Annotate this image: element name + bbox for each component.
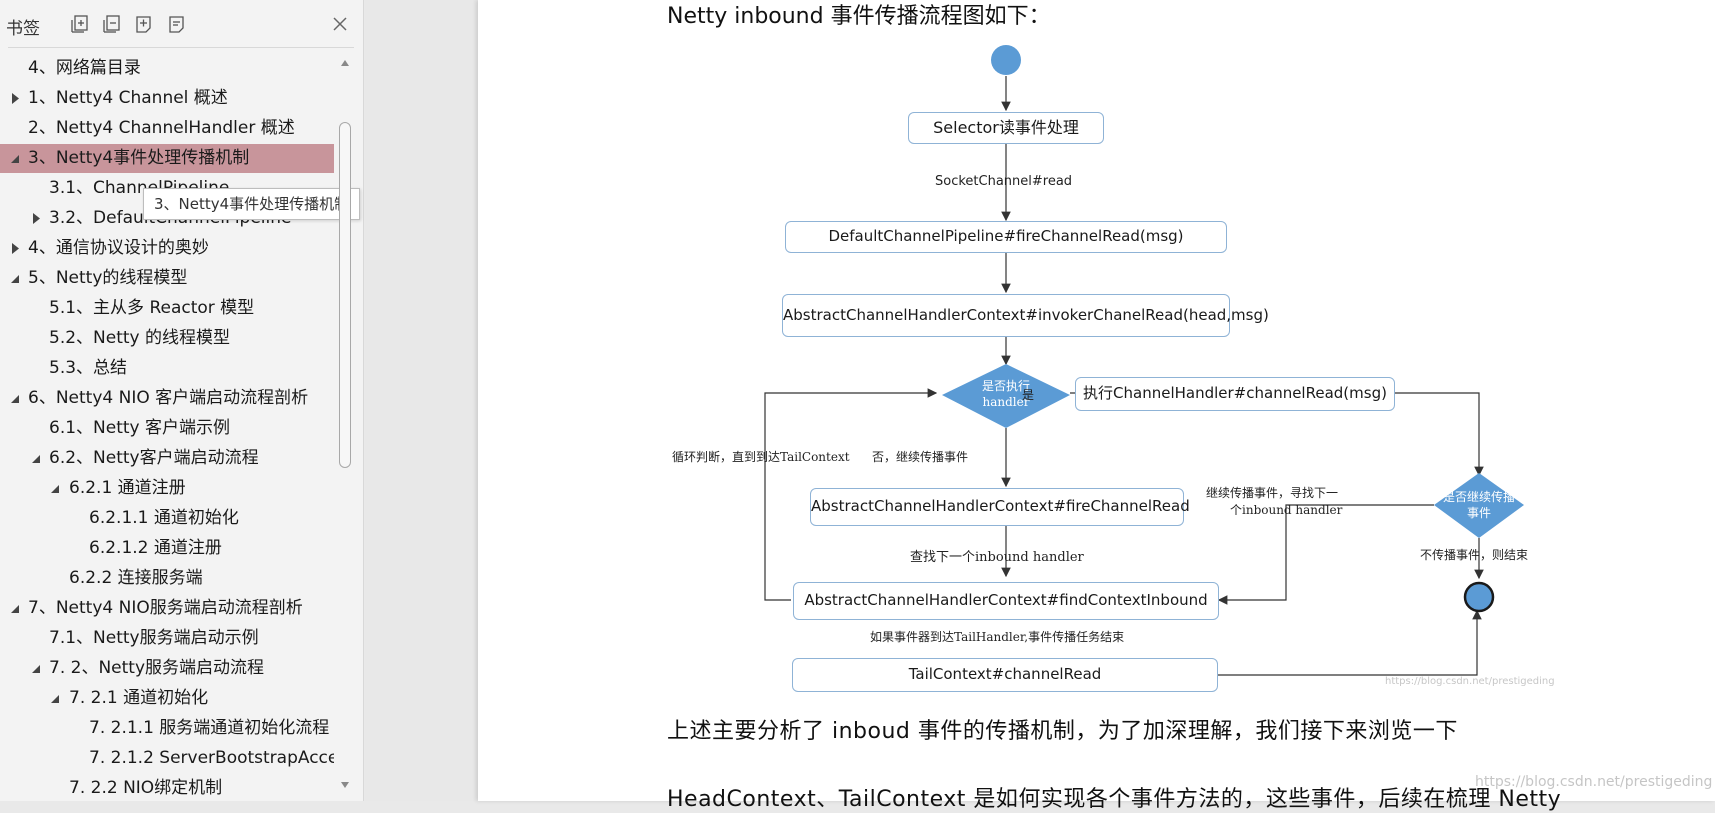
flow-edge-reach-tail: 如果事件器到达TailHandler,事件传播任务结束 bbox=[870, 630, 1125, 644]
bookmark-item-label: 2、Netty4 ChannelHandler 概述 bbox=[28, 118, 295, 138]
bookmark-item-label: 7.1、Netty服务端启动示例 bbox=[49, 628, 259, 648]
flow-box-fire-ctx: AbstractChannelHandlerContext#fireChanne… bbox=[810, 488, 1190, 526]
panel-divider bbox=[8, 47, 354, 48]
paragraph-line-2: HeadContext、TailContext 是如何实现各个事件方法的，这些事… bbox=[667, 787, 1562, 812]
bookmark-item[interactable]: 5.1、主从多 Reactor 模型 bbox=[0, 294, 334, 323]
bookmark-item-label: 6.2.1.2 通道注册 bbox=[89, 538, 222, 558]
bookmark-item[interactable]: 7. 2.1.2 ServerBootstrapAcce… bbox=[0, 744, 334, 773]
bookmark-item-label: 5.1、主从多 Reactor 模型 bbox=[49, 298, 255, 318]
bookmark-item[interactable]: 7.1、Netty服务端启动示例 bbox=[0, 624, 334, 653]
bookmark-item[interactable]: 5.2、Netty 的线程模型 bbox=[0, 324, 334, 353]
bookmark-tree: 4、网络篇目录 1、Netty4 Channel 概述 2、Netty4 Chann… bbox=[0, 54, 338, 801]
bookmark-item[interactable]: 6.2.1 通道注册 bbox=[0, 474, 334, 503]
bookmark-item[interactable]: 5.3、总结 bbox=[0, 354, 334, 383]
flow-watermark: https://blog.csdn.net/prestigeding bbox=[1385, 676, 1555, 687]
bookmark-item-label: 7. 2.1 通道初始化 bbox=[69, 688, 209, 708]
collapse-all-icon[interactable] bbox=[102, 14, 122, 34]
bookmark-item-label: 6.2.1 通道注册 bbox=[69, 478, 186, 498]
flow-diamond-is-handler bbox=[942, 364, 1070, 428]
bookmark-item-label: 4、网络篇目录 bbox=[28, 58, 141, 78]
collapsed-triangle-icon[interactable] bbox=[31, 204, 43, 233]
expand-all-icon[interactable] bbox=[70, 14, 90, 34]
bookmark-tooltip: 3、Netty4事件处理传播机制 bbox=[143, 188, 361, 220]
scrollbar-thumb[interactable] bbox=[339, 122, 351, 468]
bookmark-item[interactable]: 1、Netty4 Channel 概述 bbox=[0, 84, 334, 113]
paragraph-line-1: 上述主要分析了 inboud 事件的传播机制，为了加深理解，我们接下来浏览一下 bbox=[667, 719, 1458, 744]
bookmark-item-label: 5.2、Netty 的线程模型 bbox=[49, 328, 231, 348]
bookmark-scrollbar[interactable] bbox=[336, 54, 354, 794]
bookmark-item-label: 6.2.1.1 通道初始化 bbox=[89, 508, 239, 528]
bookmark-item[interactable]: 6.2.1.2 通道注册 bbox=[0, 534, 334, 563]
bookmark-item-label: 5.3、总结 bbox=[49, 358, 128, 378]
bookmark-item[interactable]: 7、Netty4 NIO服务端启动流程剖析 bbox=[0, 594, 334, 623]
close-icon[interactable] bbox=[328, 12, 352, 36]
expanded-triangle-icon[interactable] bbox=[31, 444, 43, 473]
flow-end-node bbox=[1463, 581, 1495, 613]
collapsed-triangle-icon[interactable] bbox=[10, 84, 22, 113]
flow-edge-yes: 是 bbox=[1022, 388, 1035, 402]
bookmark-item[interactable]: 5、Netty的线程模型 bbox=[0, 264, 334, 293]
bookmarks-title: 书签 bbox=[6, 19, 40, 39]
bookmark-item[interactable]: 6.2.1.1 通道初始化 bbox=[0, 504, 334, 533]
bookmarks-header: 书签 bbox=[0, 0, 364, 48]
flow-diamond-continue-label: 是否继续传播事件 bbox=[1442, 490, 1515, 520]
bookmark-item-label: 3、Netty4事件处理传播机制 bbox=[28, 148, 250, 168]
bookmark-item[interactable]: 2、Netty4 ChannelHandler 概述 bbox=[0, 114, 334, 143]
bookmarks-panel: 书签 4、网络篇目录 1、Netty4 Channel 概述 2、Netty4 Ch… bbox=[0, 0, 364, 801]
flow-box-tail: TailContext#channelRead bbox=[792, 658, 1218, 692]
flow-edge-continue-find-1: 继续传播事件，寻找下一 bbox=[1206, 486, 1339, 500]
bookmark-item-label: 7. 2、Netty服务端启动流程 bbox=[49, 658, 265, 678]
flow-start-node bbox=[991, 45, 1021, 75]
bookmark-item[interactable]: 6.2.2 连接服务端 bbox=[0, 564, 334, 593]
expanded-triangle-icon[interactable] bbox=[10, 384, 22, 413]
flow-edge-continue-find-2: 个inbound handler bbox=[1230, 503, 1343, 517]
flow-edge-stop: 不传播事件，则结束 bbox=[1420, 548, 1529, 562]
flow-box-fire-pipeline: DefaultChannelPipeline#fireChannelRead(m… bbox=[785, 221, 1227, 253]
flow-edge-socket-read: SocketChannel#read bbox=[935, 174, 1073, 189]
bookmark-item[interactable]: 6、Netty4 NIO 客户端启动流程剖析 bbox=[0, 384, 334, 413]
bookmark-item-label: 6.2.2 连接服务端 bbox=[69, 568, 203, 588]
expanded-triangle-icon[interactable] bbox=[10, 594, 22, 623]
page-heading: Netty inbound 事件传播流程图如下： bbox=[667, 4, 1051, 29]
bookmark-item-label: 6.2、Netty客户端启动流程 bbox=[49, 448, 259, 468]
expanded-triangle-icon[interactable] bbox=[10, 264, 22, 293]
bookmark-item-label: 6.1、Netty 客户端示例 bbox=[49, 418, 231, 438]
expanded-triangle-icon[interactable] bbox=[50, 474, 62, 503]
watermark-url: https://blog.csdn.net/prestigeding bbox=[1475, 774, 1713, 790]
flow-box-find-ctx: AbstractChannelHandlerContext#findContex… bbox=[793, 582, 1219, 620]
flow-diamond-is-handler-label: 是否执行handler bbox=[981, 379, 1030, 409]
bookmark-item[interactable]: 7. 2、Netty服务端启动流程 bbox=[0, 654, 334, 683]
bookmark-item[interactable]: 7. 2.1.1 服务端通道初始化流程 bbox=[0, 714, 334, 743]
expanded-triangle-icon[interactable] bbox=[31, 654, 43, 683]
flow-edge-no-continue: 否，继续传播事件 bbox=[872, 450, 969, 464]
flowchart: Selector读事件处理 SocketChannel#read Default… bbox=[660, 36, 1560, 696]
bookmark-item-label: 5、Netty的线程模型 bbox=[28, 268, 188, 288]
bookmark-options-icon[interactable] bbox=[167, 14, 187, 34]
expanded-triangle-icon[interactable] bbox=[50, 684, 62, 713]
bookmark-item[interactable]: 7. 2.2 NIO绑定机制 bbox=[0, 774, 334, 801]
expanded-triangle-icon[interactable] bbox=[10, 144, 22, 173]
flow-edge-find-next: 查找下一个inbound handler bbox=[910, 550, 1084, 565]
bookmark-item[interactable]: 4、通信协议设计的奥妙 bbox=[0, 234, 334, 263]
bookmark-item-label: 1、Netty4 Channel 概述 bbox=[28, 88, 228, 108]
flow-box-exec-handler: 执行ChannelHandler#channelRead(msg) bbox=[1075, 377, 1395, 411]
bookmark-item[interactable]: 6.1、Netty 客户端示例 bbox=[0, 414, 334, 443]
flowchart-connectors bbox=[764, 45, 1524, 676]
bookmark-item-label: 7、Netty4 NIO服务端启动流程剖析 bbox=[28, 598, 303, 618]
bookmark-item-label: 4、通信协议设计的奥妙 bbox=[28, 238, 209, 258]
bookmark-item[interactable]: 3、Netty4事件处理传播机制 bbox=[0, 144, 334, 173]
bookmark-item-label: 6、Netty4 NIO 客户端启动流程剖析 bbox=[28, 388, 309, 408]
bookmark-item[interactable]: 6.2、Netty客户端启动流程 bbox=[0, 444, 334, 473]
flow-box-selector: Selector读事件处理 bbox=[908, 112, 1104, 144]
bookmark-item-label: 7. 2.1.1 服务端通道初始化流程 bbox=[89, 718, 330, 738]
flow-edge-loop: 循环判断，直到到达TailContext bbox=[672, 450, 850, 464]
flow-diamond-continue bbox=[1434, 473, 1524, 538]
bookmark-item[interactable]: 7. 2.1 通道初始化 bbox=[0, 684, 334, 713]
collapsed-triangle-icon[interactable] bbox=[10, 234, 22, 263]
flow-box-invoker: AbstractChannelHandlerContext#invokerCha… bbox=[782, 294, 1269, 337]
bookmark-item-label: 7. 2.1.2 ServerBootstrapAcce… bbox=[89, 748, 334, 768]
bookmark-item-label: 7. 2.2 NIO绑定机制 bbox=[69, 778, 223, 798]
bookmark-item[interactable]: 4、网络篇目录 bbox=[0, 54, 334, 83]
add-bookmark-icon[interactable] bbox=[134, 14, 154, 34]
